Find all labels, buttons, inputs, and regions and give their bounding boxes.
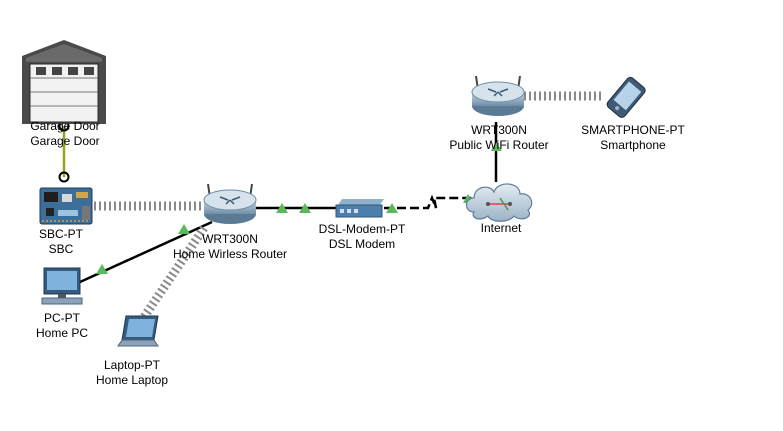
device-name-label: Internet xyxy=(480,221,522,235)
device-name-label: Garage Door xyxy=(30,134,100,148)
smartphone-icon[interactable] xyxy=(605,76,646,119)
device-type-label: Garage Door xyxy=(30,119,100,133)
link-up-indicator xyxy=(96,264,108,274)
device-name-label: DSL Modem xyxy=(328,237,396,251)
link-up-indicator xyxy=(178,224,190,234)
phone-line-modem-internet[interactable] xyxy=(384,194,472,210)
pc-icon[interactable] xyxy=(41,267,83,305)
link-up-indicator xyxy=(299,203,311,213)
link-up-indicator xyxy=(276,203,288,213)
device-type-label: Laptop-PT xyxy=(103,358,161,372)
device-name-label: Home PC xyxy=(35,326,89,340)
device-name-label: Public WiFi Router xyxy=(449,138,549,152)
garage-door-label: Garage Door Garage Door xyxy=(30,119,99,149)
device-name-label: Home Laptop xyxy=(95,373,169,387)
device-type-label: SMARTPHONE-PT xyxy=(581,123,685,137)
garage-door-icon[interactable] xyxy=(22,40,106,124)
device-type-label: WRT300N xyxy=(471,123,527,137)
public-router-label: WRT300N Public WiFi Router xyxy=(449,123,548,153)
wireless-router-icon[interactable] xyxy=(471,75,525,116)
device-name-label: Smartphone xyxy=(600,138,666,152)
laptop-icon[interactable] xyxy=(117,315,159,347)
link-up-indicator xyxy=(491,142,502,151)
sbc-label: SBC-PT SBC xyxy=(39,227,83,257)
device-type-label: SBC-PT xyxy=(38,227,84,241)
dsl-modem-label: DSL-Modem-PT DSL Modem xyxy=(319,222,406,252)
device-type-label: DSL-Modem-PT xyxy=(318,222,406,236)
dsl-modem-icon[interactable] xyxy=(335,199,384,218)
home-pc-label: PC-PT Home PC xyxy=(36,311,88,341)
laptop-label: Laptop-PT Home Laptop xyxy=(96,358,168,388)
device-type-label: WRT300N xyxy=(202,232,258,246)
internet-label: Internet xyxy=(481,221,522,236)
home-router-label: WRT300N Home Wirless Router xyxy=(173,232,287,262)
device-name-label: SBC xyxy=(48,242,74,256)
device-type-label: PC-PT xyxy=(43,311,80,325)
wireless-link-router-laptop[interactable] xyxy=(138,225,208,323)
cloud-icon[interactable] xyxy=(465,183,533,222)
device-name-label: Home Wirless Router xyxy=(172,247,288,261)
sbc-board-icon[interactable] xyxy=(39,187,93,225)
link-endpoint-sbc xyxy=(58,171,70,183)
wireless-router-icon[interactable] xyxy=(203,183,257,224)
smartphone-label: SMARTPHONE-PT Smartphone xyxy=(581,123,685,153)
link-up-indicator xyxy=(386,203,398,213)
